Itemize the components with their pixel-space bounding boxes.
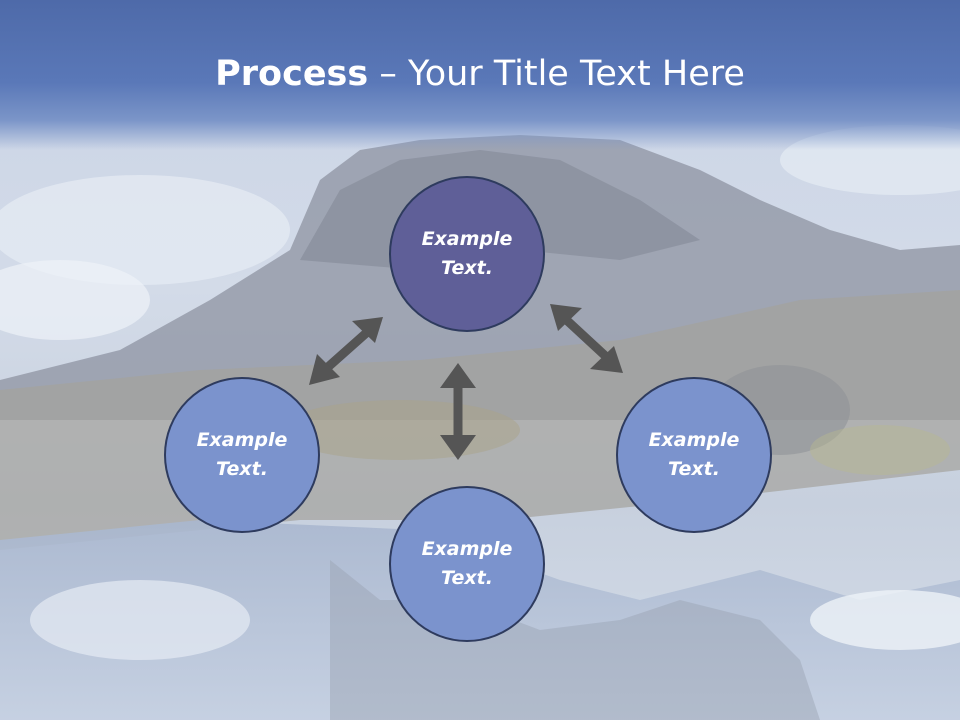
node-top: Example Text. (389, 176, 545, 332)
node-right-label: Example Text. (648, 429, 740, 480)
node-left: Example Text. (164, 377, 320, 533)
arrow-top-left (309, 317, 383, 385)
slide-title: Process – Your Title Text Here (0, 50, 960, 98)
node-left-label: Example Text. (196, 429, 288, 480)
node-bottom: Example Text. (389, 486, 545, 642)
arrow-vertical (440, 363, 476, 460)
title-separator: – (368, 54, 408, 94)
title-band (0, 0, 960, 150)
node-top-label: Example Text. (421, 228, 513, 279)
node-bottom-label: Example Text. (421, 538, 513, 589)
title-rest: Your Title Text Here (407, 54, 745, 94)
title-bold: Process (215, 54, 369, 94)
node-right: Example Text. (616, 377, 772, 533)
arrow-top-right (550, 304, 623, 373)
